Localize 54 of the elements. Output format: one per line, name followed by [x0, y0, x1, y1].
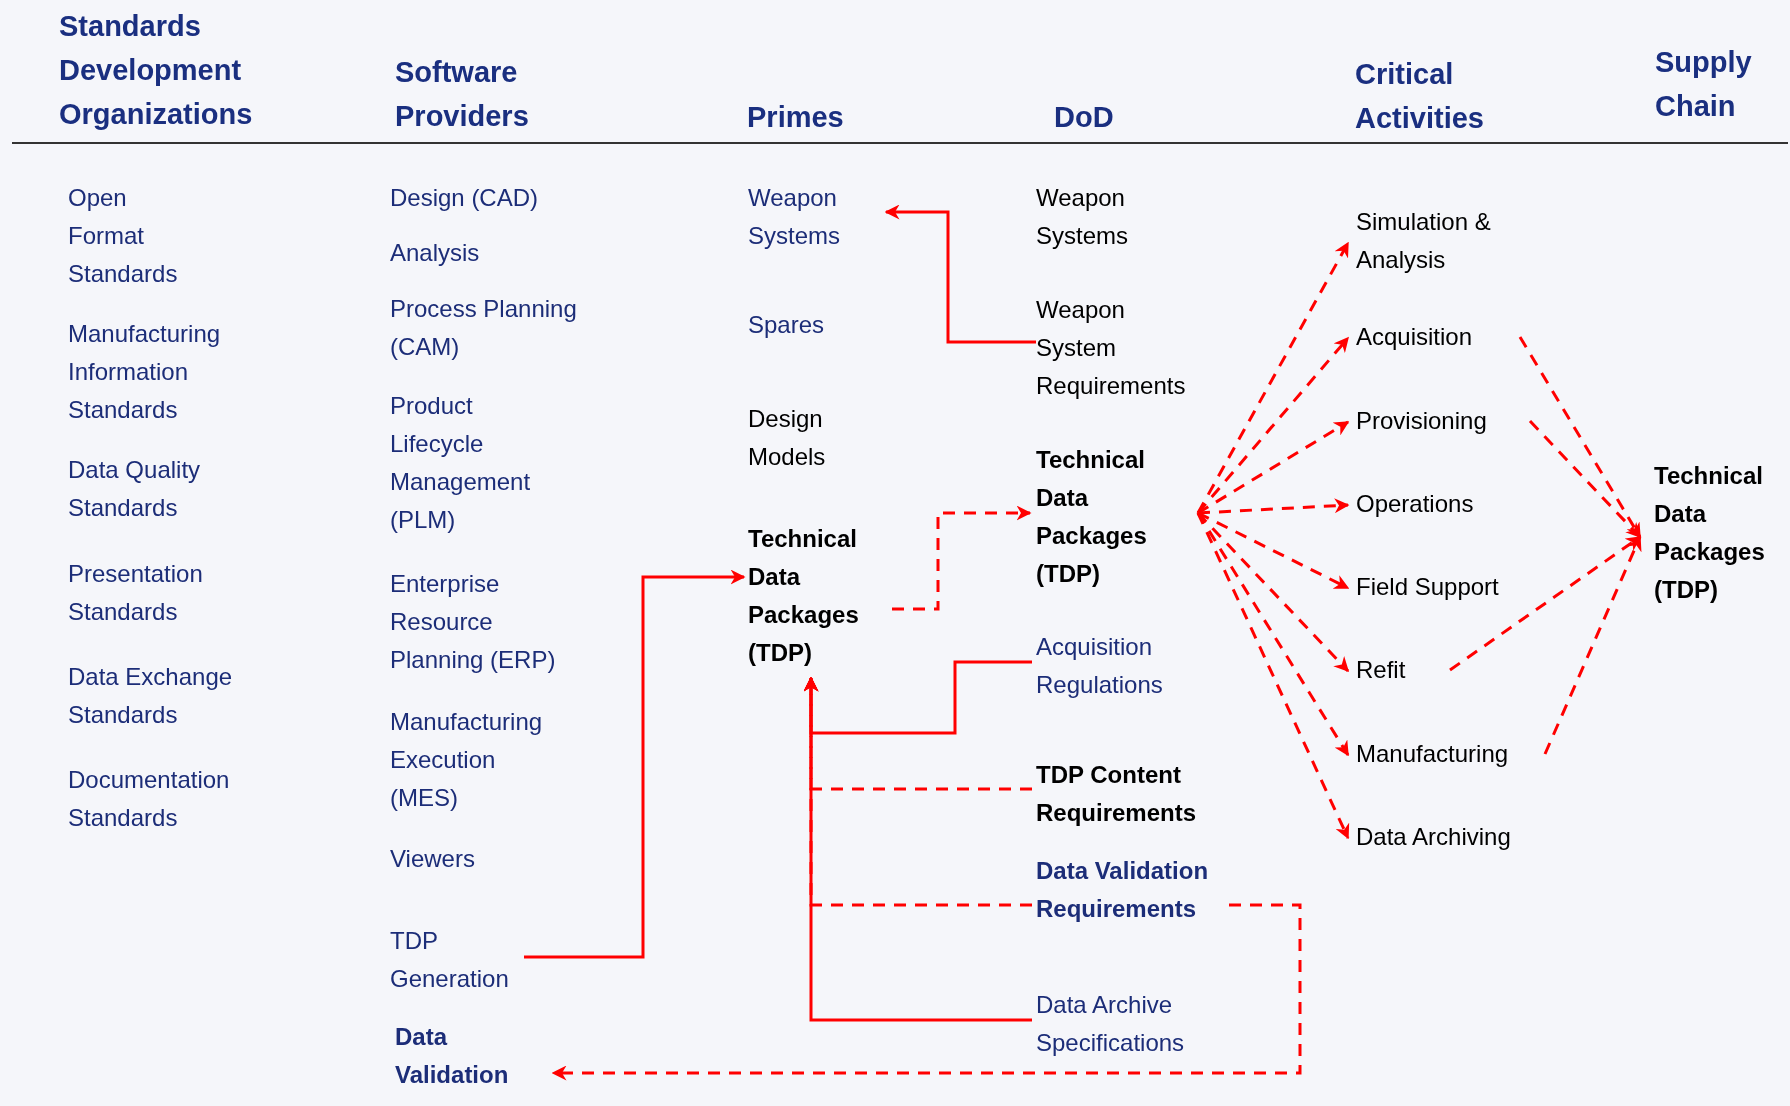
item-label: Data Exchange Standards	[68, 662, 234, 730]
arrow	[1528, 419, 1642, 539]
node-label: Technical Data Packages (TDP)	[748, 520, 888, 672]
item-label: Documentation Standards	[68, 765, 231, 833]
node-label: Acquisition Regulations	[1036, 628, 1206, 704]
arrow	[884, 204, 1036, 344]
item-label: Design (CAD)	[390, 183, 540, 213]
node-label: Simulation & Analysis	[1356, 203, 1546, 279]
item-label: Design Models	[748, 404, 827, 472]
item-label: Analysis	[390, 238, 481, 268]
column-header: Critical Activities	[1355, 57, 1485, 136]
node-label: Technical Data Packages (TDP)	[1654, 457, 1786, 609]
item-label: Data Quality Standards	[68, 455, 202, 523]
item-label: Spares	[748, 310, 826, 340]
item-label: Enterprise Resource Planning (ERP)	[390, 569, 557, 675]
item-label: Process Planning (CAM)	[390, 294, 578, 362]
column-header: Supply Chain	[1655, 45, 1753, 124]
node-label: Provisioning	[1356, 402, 1516, 440]
column-header: DoD	[1054, 100, 1115, 135]
arrow	[551, 903, 1302, 1081]
node-label: TDP Generation	[390, 922, 520, 998]
node-label: Weapon System Requirements	[1036, 291, 1196, 405]
column-header: Software Providers	[395, 55, 530, 134]
arrow	[803, 676, 1032, 1022]
item-label: Weapon Systems	[1036, 183, 1129, 251]
arrow	[1196, 511, 1350, 673]
arrow	[892, 505, 1032, 611]
node-label: TDP Content Requirements	[1036, 756, 1236, 832]
item-label: Manufacturing Execution (MES)	[390, 707, 544, 813]
item-label: Product Lifecycle Management (PLM)	[390, 391, 532, 535]
arrow	[1196, 512, 1350, 840]
arrow	[1543, 535, 1642, 755]
node-label: Data Validation Requirements	[1036, 852, 1211, 928]
node-label: Weapon Systems	[748, 179, 878, 255]
node-label: Field Support	[1356, 568, 1531, 606]
arrow	[1197, 498, 1350, 515]
item-label: Manufacturing Information Standards	[68, 319, 222, 425]
node-label: Technical Data Packages (TDP)	[1036, 441, 1194, 593]
item-label: Open Format Standards	[68, 183, 179, 289]
node-label: Refit	[1356, 651, 1436, 689]
node-label: Data Archiving	[1356, 818, 1541, 856]
node-label: Acquisition	[1356, 318, 1506, 356]
arrow	[1518, 336, 1642, 539]
arrow	[1196, 336, 1350, 514]
arrow	[1449, 535, 1642, 672]
arrow	[524, 569, 746, 959]
node-label: Manufacturing	[1356, 735, 1531, 773]
column-header: Standards Development Organizations	[59, 9, 254, 132]
node-label: Data Archive Specifications	[1036, 986, 1221, 1062]
item-label: Presentation Standards	[68, 559, 204, 627]
node-label: Data Validation	[395, 1018, 545, 1094]
node-label: Operations	[1356, 485, 1506, 523]
item-label: Viewers	[390, 844, 476, 874]
column-header: Primes	[747, 100, 845, 135]
